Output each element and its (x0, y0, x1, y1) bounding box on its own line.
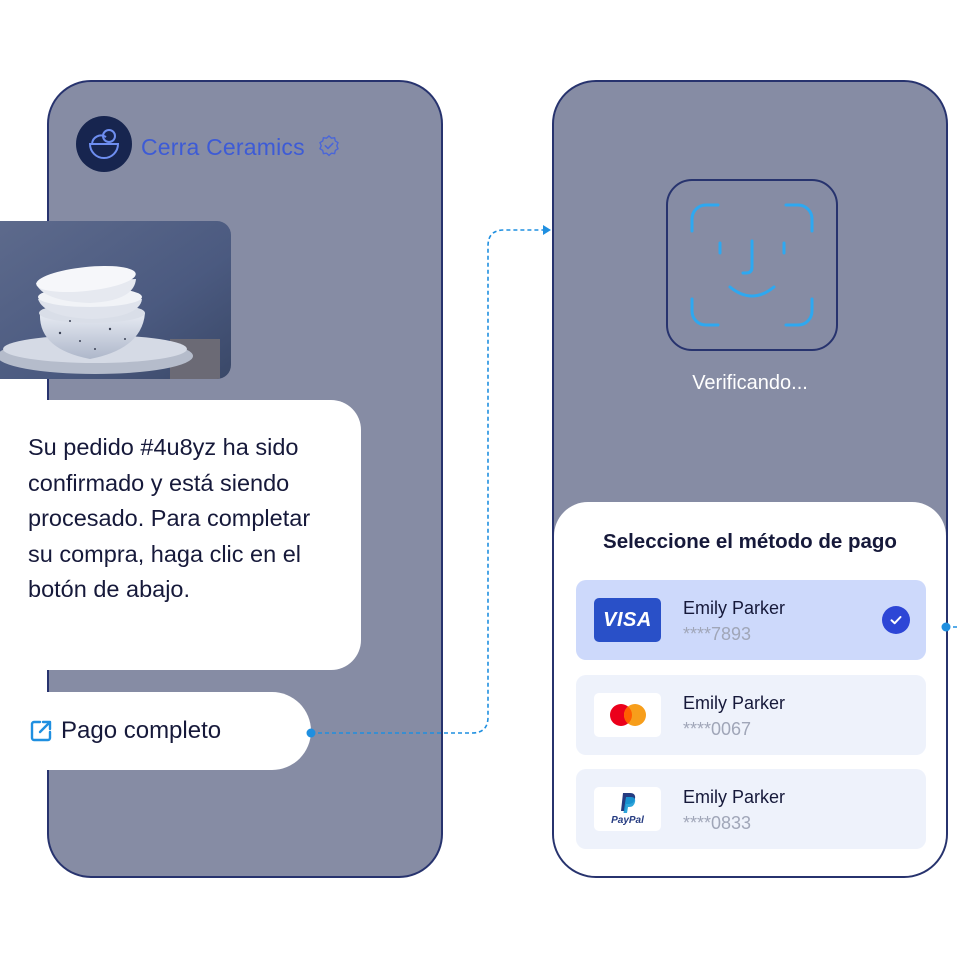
payment-sheet-title: Seleccione el método de pago (603, 530, 897, 553)
complete-payment-label: Pago completo (61, 717, 222, 744)
mastercard-logo (594, 693, 661, 737)
brand-avatar[interactable] (76, 116, 132, 172)
order-message-bubble: Su pedido #4u8yz ha sido confirmado y es… (0, 400, 361, 670)
option-card-number: ****0833 (683, 813, 752, 833)
bowl-icon (88, 129, 120, 159)
face-id-box (666, 179, 838, 351)
check-icon (882, 606, 910, 634)
payment-option-paypal[interactable]: PayPal Emily Parker ****0833 (576, 769, 926, 849)
payment-method-sheet: Seleccione el método de pago VISA Emily … (554, 502, 946, 876)
external-link-icon (30, 720, 52, 742)
face-id-icon (690, 203, 814, 327)
paypal-logo: PayPal (594, 787, 661, 831)
visa-logo: VISA (594, 598, 661, 642)
option-card-number: ****7893 (683, 624, 752, 644)
paypal-wordmark: PayPal (611, 815, 644, 826)
verification-status: Verificando... (692, 372, 808, 394)
option-holder-name: Emily Parker (683, 693, 786, 713)
product-image (0, 221, 231, 379)
option-card-number: ****0067 (683, 719, 752, 739)
ceramic-bowls-image (0, 221, 231, 379)
order-message-text: Su pedido #4u8yz ha sido confirmado y es… (28, 434, 311, 602)
payment-phone: Verificando... Seleccione el método de p… (552, 80, 948, 878)
option-holder-name: Emily Parker (683, 598, 786, 618)
option-holder-name: Emily Parker (683, 787, 786, 807)
payment-option-mastercard[interactable]: Emily Parker ****0067 (576, 675, 926, 755)
brand-name[interactable]: Cerra Ceramics (141, 134, 305, 160)
payment-option-visa[interactable]: VISA Emily Parker ****7893 (576, 580, 926, 660)
complete-payment-button[interactable]: Pago completo (0, 692, 311, 770)
verified-badge-icon (319, 135, 339, 157)
